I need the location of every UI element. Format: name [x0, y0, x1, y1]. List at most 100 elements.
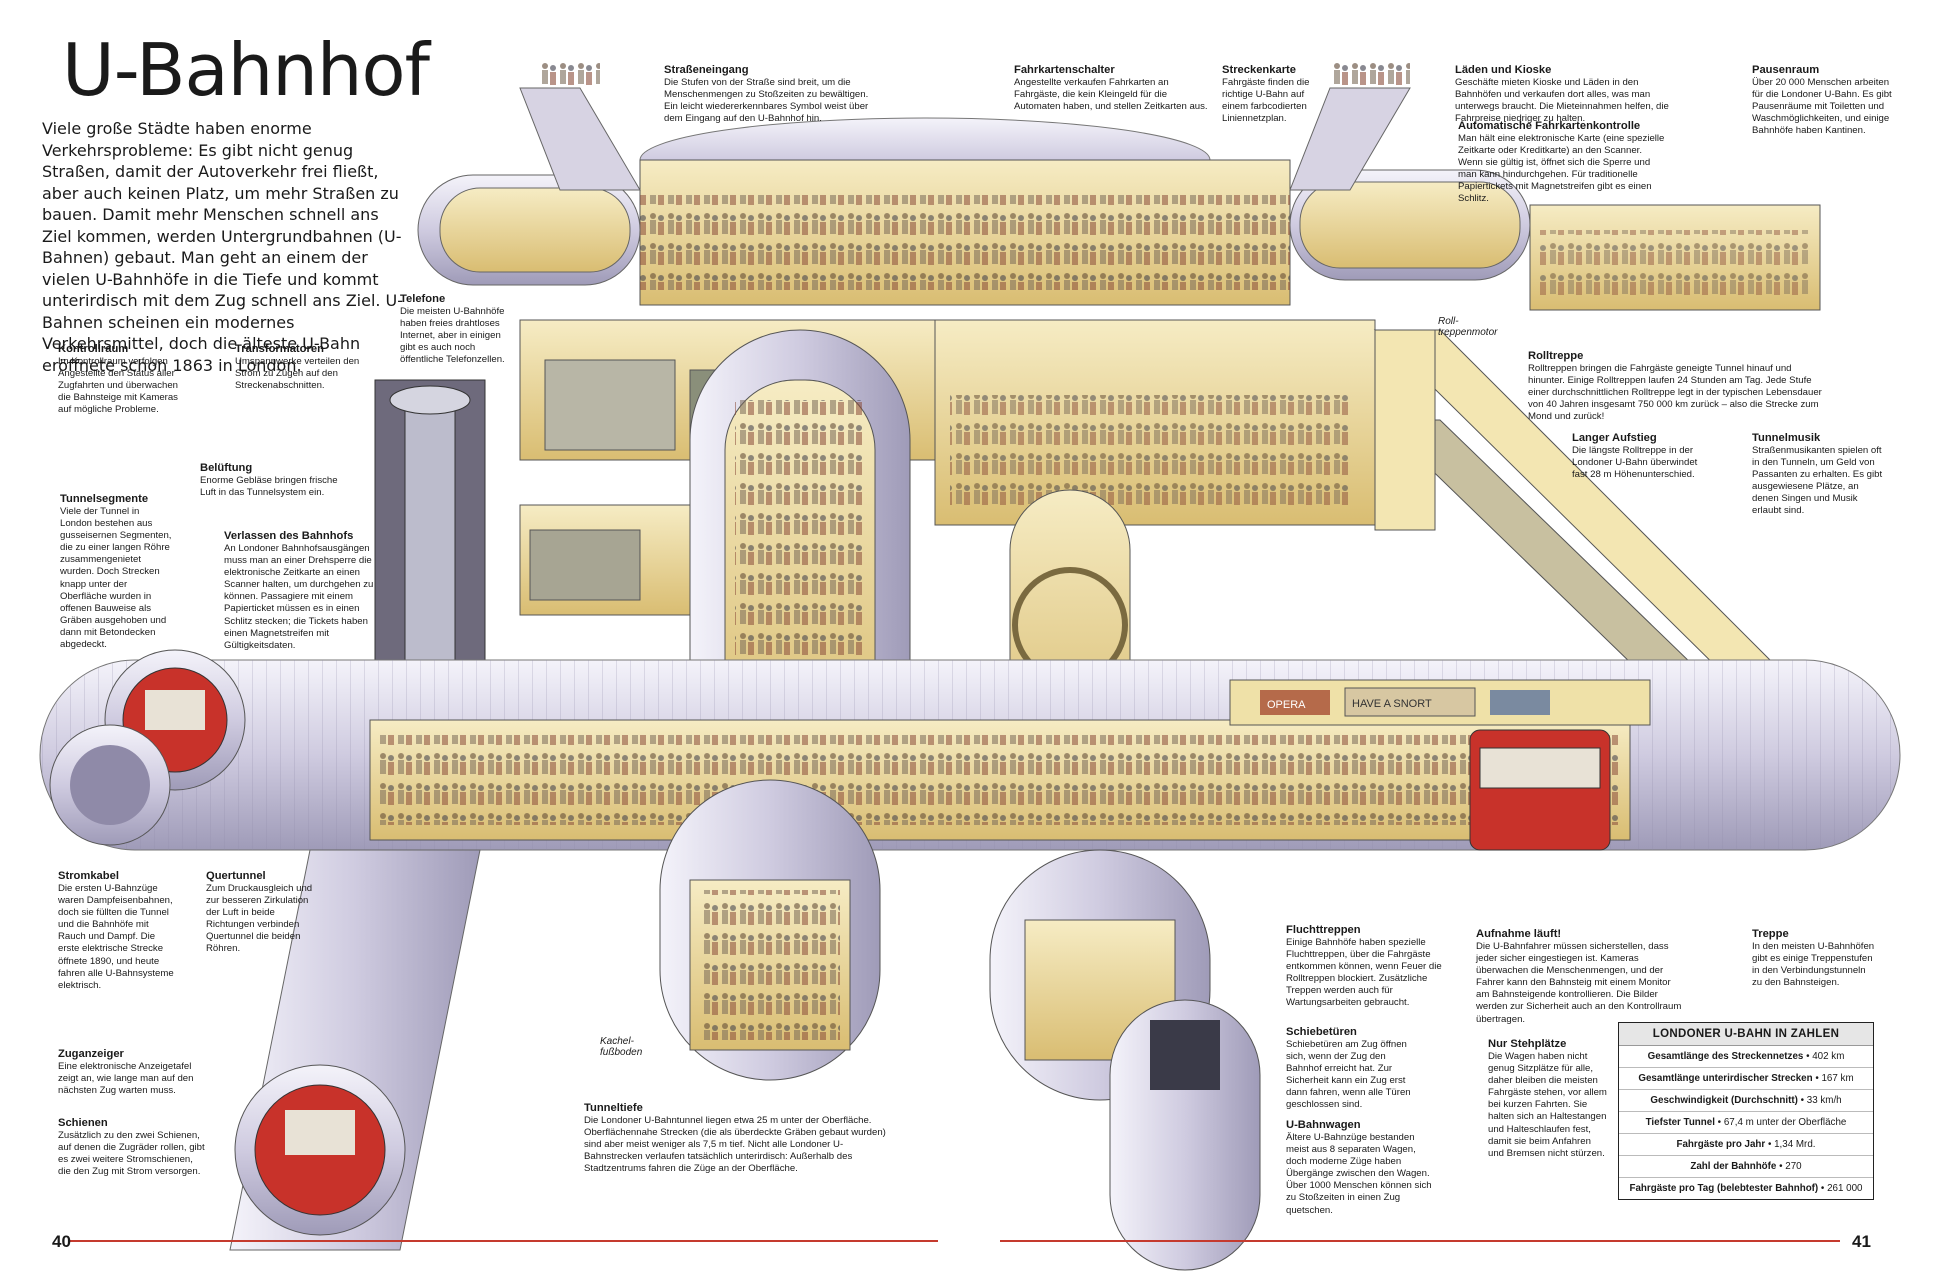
page-title: U-Bahnhof — [62, 28, 430, 112]
label-aufnahme: Aufnahme läuft! Die U-Bahnfahrer müssen … — [1476, 928, 1686, 1026]
page-number-right: 41 — [1852, 1232, 1871, 1251]
lower-tunnels — [229, 779, 1261, 1271]
label-rolltreppenmotor: Roll- treppenmotor — [1438, 316, 1497, 338]
label-tunneltiefe: Tunneltiefe Die Londoner U-Bahntunnel li… — [584, 1102, 886, 1175]
label-text: Einige Bahnhöfe haben spezielle Fluchttr… — [1286, 937, 1442, 1009]
small-label-line: fußboden — [600, 1047, 643, 1058]
label-ubahnwagen: U-Bahnwagen Ältere U-Bahnzüge bestanden … — [1286, 1119, 1438, 1217]
label-title: Straßeneingang — [664, 64, 749, 76]
label-text: Enorme Gebläse bringen frische Luft in d… — [200, 475, 338, 499]
facts-key: Geschwindigkeit (Durchschnitt) — [1650, 1095, 1798, 1106]
label-title: Quertunnel — [206, 870, 266, 882]
label-title: U-Bahnwagen — [1286, 1119, 1361, 1131]
facts-table: LONDONER U-BAHN IN ZAHLEN Gesamtlänge de… — [1618, 1022, 1874, 1200]
facts-separator: • — [1797, 1095, 1807, 1106]
label-text: Über 20 000 Menschen arbeiten für die Lo… — [1752, 77, 1892, 137]
platform-tunnels: OPERA HAVE A SNORT — [39, 659, 1901, 851]
facts-table-row: Tiefster Tunnel • 67,4 m unter der Oberf… — [1619, 1112, 1873, 1134]
label-title: Langer Aufstieg — [1572, 432, 1657, 444]
label-text: Schiebetüren am Zug öffnen sich, wenn de… — [1286, 1039, 1411, 1111]
label-tunnelsegmente: Tunnelsegmente Viele der Tunnel in Londo… — [60, 493, 172, 651]
facts-table-row: Zahl der Bahnhöfe • 270 — [1619, 1156, 1873, 1178]
street-entrance-stairs — [519, 60, 1411, 191]
label-title: Fahrkartenschalter — [1014, 64, 1115, 76]
facts-separator: • — [1803, 1051, 1813, 1062]
label-tunnelmusik: Tunnelmusik Straßenmusikanten spielen of… — [1752, 432, 1884, 518]
label-fluchttreppen: Fluchttreppen Einige Bahnhöfe haben spez… — [1286, 924, 1444, 1010]
label-telefone: Telefone Die meisten U-Bahnhöfe haben fr… — [400, 293, 512, 366]
label-title: Kontrollraum — [58, 343, 129, 355]
label-text: Die Stufen von der Straße sind breit, um… — [664, 77, 869, 125]
label-text: Die Londoner U-Bahntunnel liegen etwa 25… — [584, 1115, 886, 1175]
label-strasseneingang: Straßeneingang Die Stufen von der Straße… — [664, 64, 874, 125]
right-footer-rule — [1000, 1240, 1840, 1242]
facts-table-row: Fahrgäste pro Jahr • 1,34 Mrd. — [1619, 1134, 1873, 1156]
small-label-line: treppenmotor — [1438, 327, 1498, 338]
label-belueftung: Belüftung Enorme Gebläse bringen frische… — [200, 462, 350, 499]
label-title: Aufnahme läuft! — [1476, 928, 1562, 940]
label-text: Die ersten U-Bahnzüge waren Dampfeisenba… — [58, 883, 174, 991]
label-schiebetueren: Schiebetüren Schiebetüren am Zug öffnen … — [1286, 1026, 1422, 1112]
label-pausenraum: Pausenraum Über 20 000 Menschen arbeiten… — [1752, 64, 1892, 137]
label-title: Stromkabel — [58, 870, 119, 882]
label-text: Zusätzlich zu den zwei Schienen, auf den… — [58, 1130, 205, 1178]
facts-value: 270 — [1785, 1161, 1802, 1172]
label-fahrkartenschalter: Fahrkartenschalter Angestellte verkaufen… — [1014, 64, 1209, 113]
label-text: Eine elektronische Anzeigetafel zeigt an… — [58, 1061, 194, 1097]
label-title: Verlassen des Bahnhofs — [224, 530, 354, 542]
label-title: Transformatoren — [235, 343, 324, 355]
label-verlassen: Verlassen des Bahnhofs An Londoner Bahnh… — [224, 530, 374, 652]
break-room — [1529, 204, 1821, 311]
label-zuganzeiger: Zuganzeiger Eine elektronische Anzeigeta… — [58, 1048, 198, 1097]
label-title: Fluchttreppen — [1286, 924, 1361, 936]
label-quertunnel: Quertunnel Zum Druckausgleich und zur be… — [206, 870, 316, 956]
label-title: Schienen — [58, 1117, 108, 1129]
label-kachelfussboden: Kachel- fußboden — [600, 1036, 642, 1058]
ticket-hall — [417, 117, 1531, 306]
label-text: Ältere U-Bahnzüge bestanden meist aus 8 … — [1286, 1132, 1432, 1216]
label-text: Angestellte verkaufen Fahrkarten an Fahr… — [1014, 77, 1208, 113]
facts-separator: • — [1818, 1183, 1828, 1194]
facts-value: 1,34 Mrd. — [1774, 1139, 1816, 1150]
facts-key: Gesamtlänge des Streckennetzes — [1647, 1051, 1804, 1062]
label-stromkabel: Stromkabel Die ersten U-Bahnzüge waren D… — [58, 870, 176, 992]
facts-key: Fahrgäste pro Jahr — [1676, 1139, 1766, 1150]
label-laeden: Läden und Kioske Geschäfte mieten Kioske… — [1455, 64, 1670, 125]
facts-value: 33 km/h — [1806, 1095, 1842, 1106]
label-title: Tunnelsegmente — [60, 493, 149, 505]
label-title: Automatische Fahrkartenkontrolle — [1458, 120, 1641, 132]
ventilation-shaft — [374, 379, 486, 711]
escalator-concourse — [934, 319, 1802, 731]
label-text: Man hält eine elektronische Karte (eine … — [1458, 133, 1665, 205]
label-treppe: Treppe In den meisten U-Bahnhöfen gibt e… — [1752, 928, 1878, 989]
facts-separator: • — [1776, 1161, 1786, 1172]
label-title: Pausenraum — [1752, 64, 1820, 76]
intro-paragraph: Viele große Städte haben enorme Verkehrs… — [42, 119, 404, 375]
facts-key: Zahl der Bahnhöfe — [1690, 1161, 1777, 1172]
label-title: Belüftung — [200, 462, 253, 474]
facts-value: 67,4 m unter der Oberfläche — [1723, 1117, 1847, 1128]
page-number-left: 40 — [52, 1232, 71, 1251]
small-label-line: Kachel- — [600, 1036, 634, 1047]
facts-value: 402 km — [1812, 1051, 1845, 1062]
label-text: Rolltreppen bringen die Fahrgäste geneig… — [1528, 363, 1822, 423]
label-title: Zuganzeiger — [58, 1048, 124, 1060]
label-streckenkarte: Streckenkarte Fahrgäste finden die richt… — [1222, 64, 1320, 125]
label-schienen: Schienen Zusätzlich zu den zwei Schienen… — [58, 1117, 208, 1178]
label-rolltreppe: Rolltreppe Rolltreppen bringen die Fahrg… — [1528, 350, 1828, 423]
small-label-line: Roll- — [1438, 316, 1459, 327]
label-text: In den meisten U-Bahnhöfen gibt es einig… — [1752, 941, 1875, 989]
label-title: Tunnelmusik — [1752, 432, 1821, 444]
label-title: Telefone — [400, 293, 446, 305]
facts-separator: • — [1765, 1139, 1775, 1150]
label-kontrollraum: Kontrollraum Im Kontrollraum verfolgen A… — [58, 343, 193, 416]
label-text: Straßenmusikanten spielen oft in den Tun… — [1752, 445, 1883, 517]
label-text: Die längste Rolltreppe in der Londoner U… — [1572, 445, 1698, 481]
label-text: Umspannwerke verteilen den Strom zu Züge… — [235, 356, 360, 392]
label-text: Die Wagen haben nicht genug Sitzplätze f… — [1488, 1051, 1607, 1159]
facts-table-row: Gesamtlänge unterirdischer Strecken • 16… — [1619, 1068, 1873, 1090]
label-text: Zum Druckausgleich und zur besseren Zirk… — [206, 883, 313, 955]
facts-separator: • — [1714, 1117, 1724, 1128]
label-text: Geschäfte mieten Kioske und Läden in den… — [1455, 77, 1669, 125]
